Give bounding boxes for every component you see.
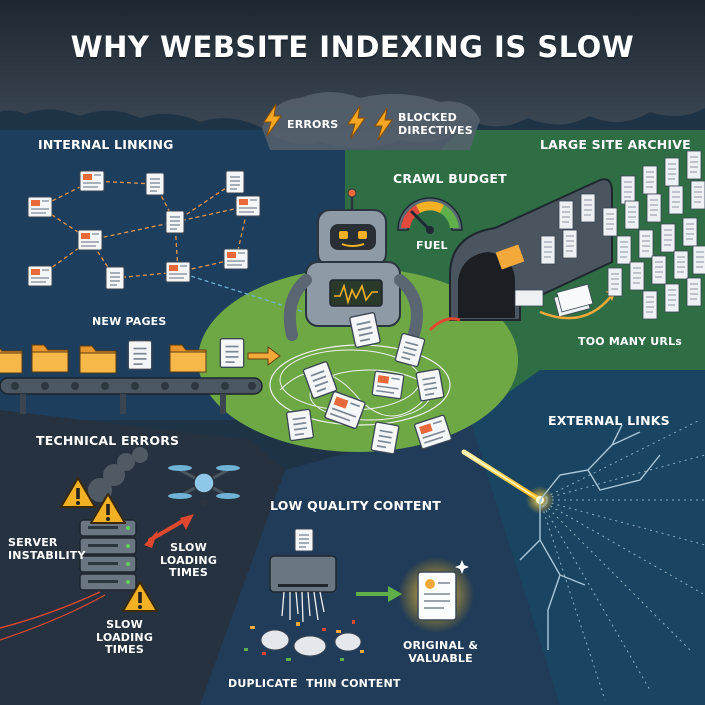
web-page-icon [77, 229, 103, 251]
web-page-icon [145, 172, 165, 196]
web-page-icon [165, 261, 191, 283]
external-link-laser [461, 449, 554, 514]
drone-icon [168, 465, 240, 507]
slow-loading-times-label: SLOW LOADING TIMES [160, 541, 218, 580]
external-links-panel [470, 370, 705, 705]
fuel-label: FUEL [416, 239, 448, 252]
technical-errors-label: TECHNICAL ERRORS [36, 433, 180, 448]
storm-clouds [0, 0, 705, 149]
arrow-right-icon [388, 586, 402, 602]
web-page-icon [225, 170, 245, 194]
web-page-icon [27, 265, 53, 287]
crawl-budget-label: CRAWL BUDGET [393, 171, 507, 186]
valuable-document-icon [398, 557, 474, 633]
internal-linking-label: INTERNAL LINKING [38, 137, 174, 152]
low-quality-content-label: LOW QUALITY CONTENT [270, 498, 442, 513]
slow-loading-times-label-2: SLOW LOADING TIMES [96, 618, 154, 657]
backlink-network [519, 424, 661, 650]
too-many-urls-label: TOO MANY URLs [578, 335, 683, 348]
server-instability-label: SERVER INSTABILITY [8, 536, 86, 562]
blocked-directives-label: BLOCKED DIRECTIVES [398, 111, 473, 137]
fuel-gauge-icon [397, 197, 463, 234]
web-page-icon [27, 196, 53, 218]
conveyor-belt [0, 377, 263, 414]
web-page-icon [79, 170, 105, 192]
crawler-robot-icon [283, 188, 423, 341]
crawl-area [198, 268, 518, 452]
server-stack-icon [0, 519, 137, 641]
low-quality-panel [200, 420, 560, 705]
errors-label: ERRORS [287, 118, 339, 131]
web-page-icon [235, 195, 261, 217]
original-valuable-label: ORIGINAL & VALUABLE [403, 639, 479, 665]
arrow-right-icon [247, 346, 281, 366]
new-pages-label: NEW PAGES [92, 315, 167, 328]
duplicate-label: DUPLICATE [228, 677, 298, 690]
document-icon [127, 339, 153, 371]
large-site-archive-label: LARGE SITE ARCHIVE [540, 137, 691, 152]
web-page-icon [223, 248, 249, 270]
backlink-rays [539, 419, 705, 701]
external-links-label: EXTERNAL LINKS [548, 413, 670, 428]
thin-content-label: THIN CONTENT [306, 677, 401, 690]
tangled-pages [269, 311, 453, 455]
web-page-icon [165, 210, 185, 234]
page-title: WHY WEBSITE INDEXING IS SLOW [70, 30, 635, 64]
document-icon [219, 337, 245, 369]
shredder-icon [269, 528, 337, 623]
web-page-icon [105, 266, 125, 290]
paper-scraps [244, 620, 364, 661]
